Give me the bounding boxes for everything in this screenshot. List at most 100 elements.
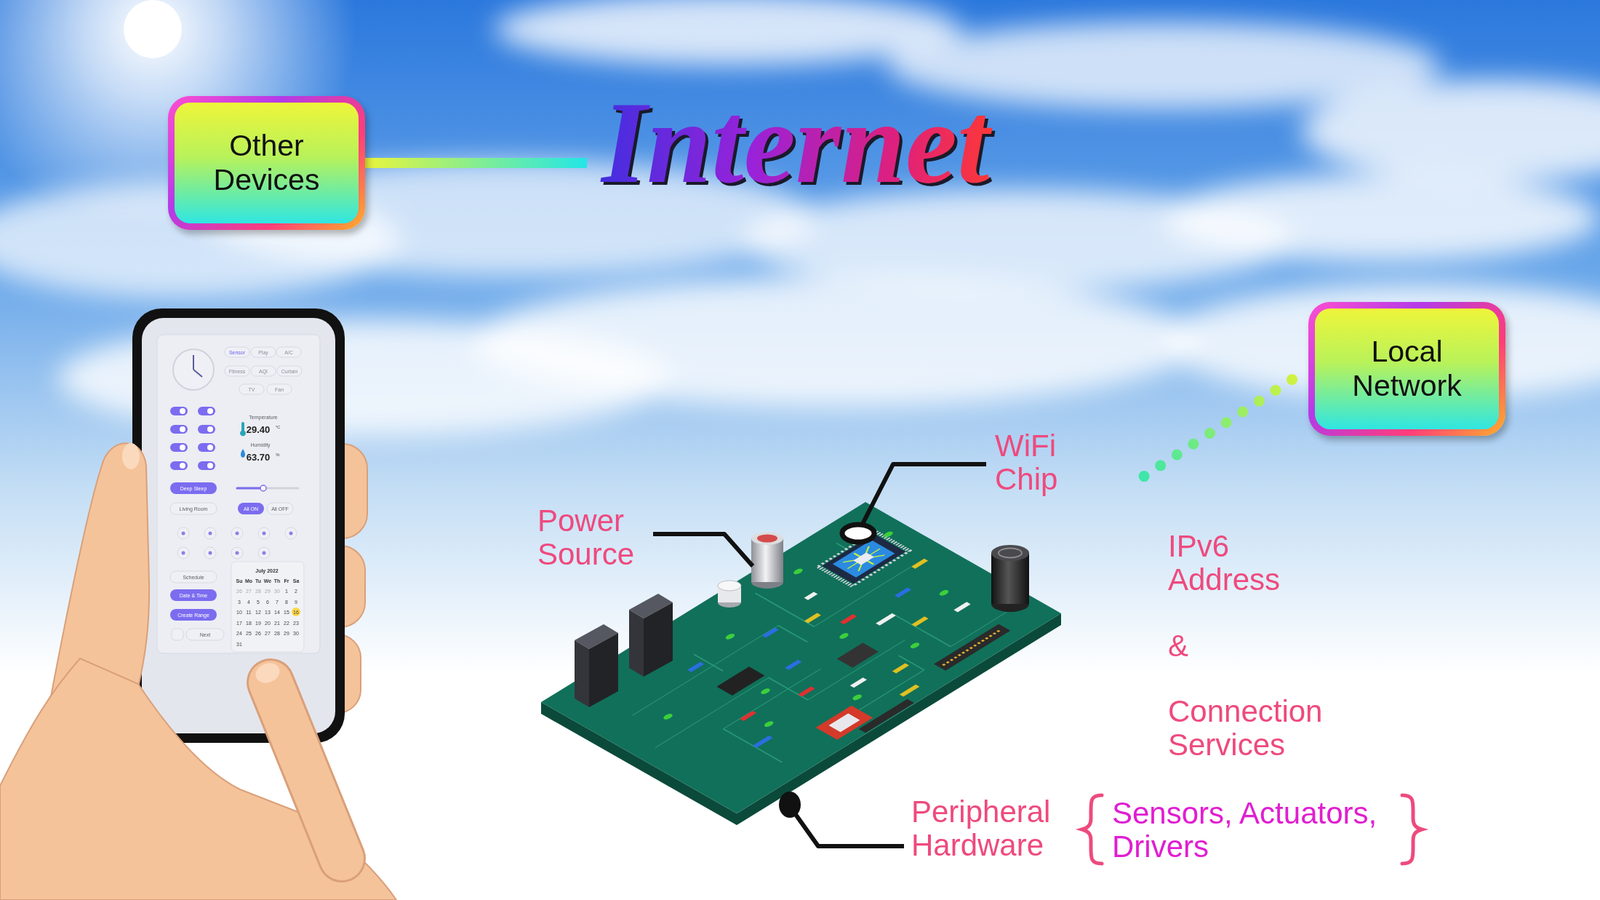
- screen-value: 29.40: [246, 424, 271, 435]
- smartphone: [197, 406, 216, 416]
- smartphone: [240, 448, 246, 458]
- circuit-board: [892, 662, 910, 673]
- index-finger: [270, 682, 342, 859]
- calendar-day: 7: [275, 598, 279, 604]
- smartphone: [179, 444, 186, 451]
- calendar-weekday: Sa: [293, 578, 300, 584]
- service-label: Connection Services: [1168, 694, 1323, 762]
- circuit-board: [875, 613, 896, 626]
- smartphone: [262, 551, 267, 555]
- calendar-day: 12: [255, 609, 262, 615]
- screen-tab: Play: [258, 349, 269, 355]
- circuit-board: [943, 629, 1002, 666]
- circuit-board: [752, 735, 774, 748]
- smartphone: [266, 384, 292, 395]
- leader-line: [861, 464, 987, 527]
- leader-line: [653, 464, 987, 846]
- calendar-day: 11: [245, 609, 251, 615]
- smartphone: [181, 531, 294, 555]
- calendar-weekday: We: [264, 578, 272, 584]
- smartphone: [179, 408, 186, 414]
- circuit-board: [757, 534, 778, 543]
- calendar-day: 28: [274, 630, 280, 636]
- smartphone: [141, 317, 336, 734]
- circuit-board: [816, 705, 874, 740]
- smartphone: [231, 561, 304, 652]
- calendar-day: 22: [283, 619, 290, 625]
- smartphone: [207, 462, 214, 469]
- smartphone: [177, 527, 297, 559]
- index-finger: [270, 682, 342, 859]
- circuit-board: [998, 548, 1022, 558]
- circuit-board: [937, 589, 950, 597]
- calendar-month: July 2022: [255, 568, 279, 574]
- calendar-day: 6: [266, 598, 270, 604]
- node-text: Local Network: [1352, 334, 1462, 403]
- part-label: Power Source: [537, 504, 635, 571]
- dotted-connector: [1144, 373, 1302, 477]
- smartphone: [258, 546, 270, 559]
- smartphone: [170, 570, 217, 583]
- circuit-board: [899, 684, 920, 697]
- clouds: [1301, 80, 1600, 182]
- smartphone: [237, 487, 299, 490]
- leader-line: [794, 813, 904, 846]
- calendar-day: 2: [294, 588, 298, 594]
- calendar-day: 10: [236, 609, 243, 615]
- smartphone: [170, 461, 188, 470]
- calendar-day: 30: [274, 588, 280, 594]
- circuit-board: [629, 609, 644, 677]
- calendar-day: 26: [255, 630, 262, 636]
- hand: [0, 442, 397, 900]
- calendar-day: 23: [293, 619, 299, 625]
- screen-unit: °C: [275, 424, 281, 430]
- sun: [123, 0, 182, 59]
- circuit-board: [643, 602, 673, 677]
- circuit-board: [911, 616, 928, 627]
- smartphone: [250, 346, 276, 358]
- circuit-board: [655, 617, 906, 770]
- circuit-board: [832, 539, 896, 577]
- screen-unit: %: [275, 452, 280, 457]
- circuit-board: [762, 720, 776, 728]
- smartphone: [237, 502, 264, 515]
- hand: [0, 658, 397, 900]
- calendar-weekday: Mo: [245, 578, 253, 584]
- circuit-board: [589, 632, 619, 707]
- smartphone: [170, 608, 217, 621]
- smartphone: [260, 485, 267, 491]
- calendar-day: 31: [236, 640, 243, 646]
- circuit-board: [661, 712, 675, 720]
- connector-line: [365, 162, 587, 164]
- circuit-board: [574, 640, 590, 707]
- smartphone: [289, 531, 294, 536]
- circuit-board: [850, 677, 867, 688]
- calendar-day: 21: [274, 619, 280, 625]
- calendar-day: 5: [256, 598, 260, 604]
- smartphone: [170, 482, 217, 494]
- smartphone: [170, 442, 188, 452]
- screen-button: Schedule: [182, 574, 204, 580]
- device-box: Other Devices: [168, 96, 366, 230]
- brace: [1402, 794, 1422, 864]
- calendar-day: 3: [237, 598, 241, 604]
- smartphone: [177, 546, 190, 559]
- screen-tab: TV: [248, 386, 256, 392]
- smartphone: [235, 531, 240, 536]
- node-text: Internet: [586, 78, 1004, 207]
- smartphone: [197, 442, 216, 452]
- smartphone: [204, 546, 216, 559]
- screen-button: Deep Sleep: [180, 485, 208, 491]
- calendar-weekday: Su: [236, 578, 243, 584]
- calendar-day: 14: [274, 609, 280, 615]
- smartphone: [277, 365, 302, 376]
- smartphone: [179, 408, 214, 469]
- circuit-board: [723, 632, 736, 640]
- smartphone: [266, 502, 294, 515]
- screen-tab: Fitness: [229, 368, 246, 374]
- part-list: Sensors, Actuators, Drivers: [1112, 796, 1425, 864]
- circuit-board: [882, 530, 895, 538]
- smartphone: [208, 551, 213, 555]
- smartphone: [186, 628, 224, 640]
